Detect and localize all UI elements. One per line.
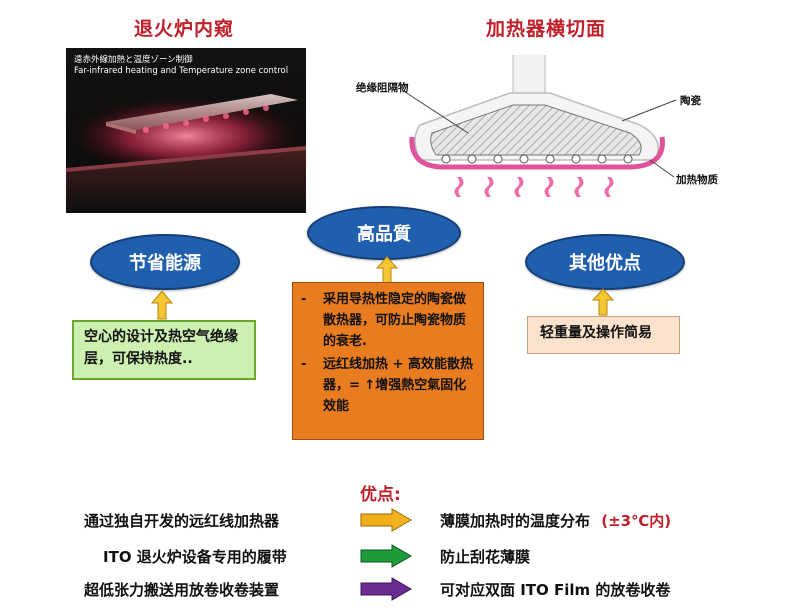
quality-item-text: 采用导热性隐定的陶瓷做散热器，可防止陶瓷物质的衰老. (323, 292, 467, 349)
cross-section-title: 加热器横切面 (486, 18, 607, 40)
right-arrow-icon (360, 577, 412, 601)
high-quality-node: 高品質 (307, 206, 461, 260)
advantage-right-2: 防止刮花薄膜 (440, 548, 531, 566)
heater-glow-illustration (66, 94, 306, 213)
energy-saving-box: 空心的设计及热空气绝缘层，可保持热度.. (72, 320, 256, 380)
advantages-heading: 优点: (360, 485, 401, 505)
advantage-left-1: 通过独自开发的远红线加热器 (84, 512, 280, 530)
energy-saving-node: 节省能源 (90, 234, 240, 290)
heating-material-label: 加热物质 (676, 174, 718, 186)
insulator-label: 绝缘阻隔物 (356, 82, 409, 94)
quality-item-bullet: - (301, 357, 307, 372)
energy-saving-text: 空心的设计及热空气绝缘层，可保持热度.. (84, 329, 238, 367)
advantage-left-2: ITO 退火炉设备专用的履带 (103, 548, 287, 566)
kiln-photo: 遠赤外線加熱と温度ゾーン制御 Far-infrared heating and … (66, 48, 306, 213)
advantage-right-1-accent: (±3℃内) (601, 512, 672, 530)
quality-item: - 远红线加热 + 高效能散热器，= ↑增强熱空氣固化效能 (301, 354, 475, 417)
right-arrow-icon (360, 508, 412, 532)
other-advantages-node: 其他优点 (525, 234, 685, 290)
up-arrow-icon (151, 290, 173, 320)
advantage-right-1: 薄膜加热时的温度分布 (±3℃内) (440, 510, 671, 531)
photo-caption-en: Far-infrared heating and Temperature zon… (74, 66, 289, 76)
ceramic-label: 陶瓷 (680, 95, 701, 107)
kiln-title: 退火炉内窥 (134, 18, 235, 40)
quality-item-bullet: - (301, 292, 307, 307)
quality-item: - 采用导热性隐定的陶瓷做散热器，可防止陶瓷物质的衰老. (301, 289, 475, 352)
high-quality-box: - 采用导热性隐定的陶瓷做散热器，可防止陶瓷物质的衰老. - 远红线加热 + 高… (292, 282, 484, 440)
quality-item-text: 远红线加热 + 高效能散热器，= ↑增强熱空氣固化效能 (323, 357, 473, 414)
other-advantages-box: 轻重量及操作简易 (527, 316, 680, 354)
other-advantages-text: 轻重量及操作简易 (540, 325, 652, 341)
advantage-right-1-main: 薄膜加热时的温度分布 (440, 512, 591, 530)
up-arrow-icon (592, 288, 614, 316)
right-arrow-icon (360, 544, 412, 568)
up-arrow-icon (376, 256, 398, 284)
photo-caption-jp: 遠赤外線加熱と温度ゾーン制御 (74, 55, 193, 65)
heater-cross-section-diagram (401, 55, 677, 197)
advantage-right-3: 可对应双面 ITO Film 的放卷收卷 (440, 581, 671, 599)
advantage-left-3: 超低张力搬送用放卷收卷装置 (84, 581, 280, 599)
